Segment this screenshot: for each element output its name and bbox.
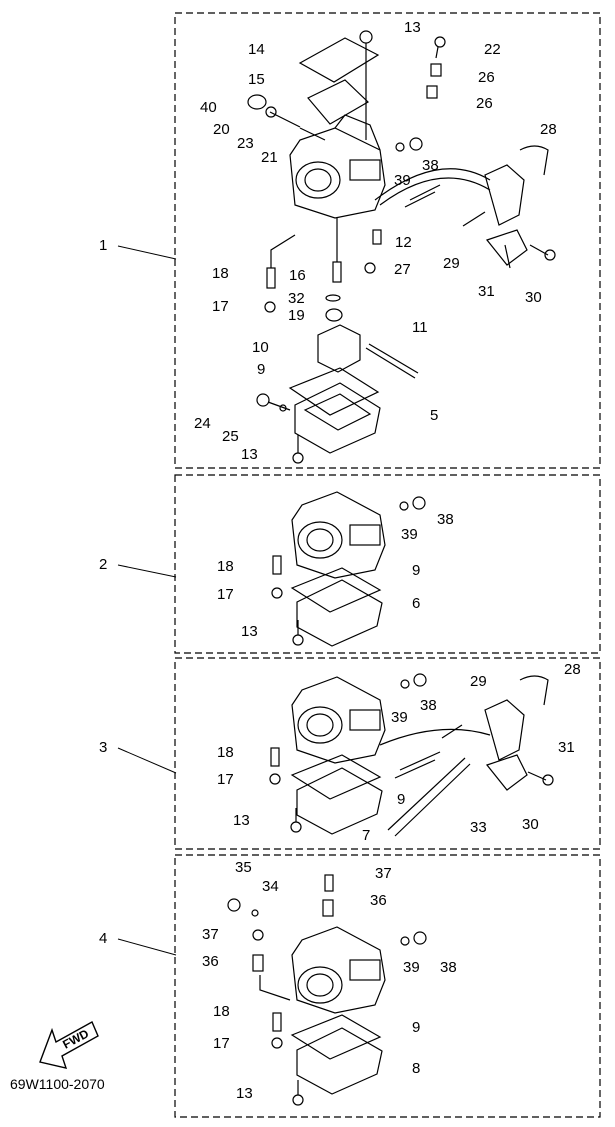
group-1-parts bbox=[247, 30, 556, 464]
callout-label: 13 bbox=[241, 623, 258, 640]
callout-label: 13 bbox=[404, 19, 421, 36]
group-4-parts bbox=[227, 874, 427, 1106]
callout-label: 39 bbox=[394, 172, 411, 189]
callout-label: 23 bbox=[237, 135, 254, 152]
group-label-1: 1 bbox=[99, 237, 108, 254]
callout-label: 31 bbox=[478, 283, 495, 300]
callout-label: 15 bbox=[248, 71, 265, 88]
group-label-2: 2 bbox=[99, 556, 108, 573]
group-3-parts bbox=[269, 673, 554, 837]
callout-label: 37 bbox=[202, 926, 219, 943]
callout-label: 26 bbox=[476, 95, 493, 112]
callout-label: 27 bbox=[394, 261, 411, 278]
callout-label: 9 bbox=[412, 562, 421, 579]
fwd-indicator: FWD bbox=[36, 1018, 106, 1066]
callout-label: 7 bbox=[362, 827, 371, 844]
diagram-code: 69W1100-2070 bbox=[10, 1076, 105, 1092]
callout-label: 38 bbox=[440, 959, 457, 976]
callout-label: 13 bbox=[241, 446, 258, 463]
callout-label: 18 bbox=[217, 558, 234, 575]
callout-label: 38 bbox=[422, 157, 439, 174]
callout-label: 8 bbox=[412, 1060, 421, 1077]
callout-label: 33 bbox=[470, 819, 487, 836]
callout-label: 6 bbox=[412, 595, 421, 612]
fwd-arrow-icon bbox=[39, 1021, 99, 1069]
callout-label: 36 bbox=[370, 892, 387, 909]
callout-label: 39 bbox=[391, 709, 408, 726]
callout-label: 31 bbox=[558, 739, 575, 756]
group-4-box bbox=[174, 854, 601, 1118]
group-2-parts bbox=[271, 491, 426, 647]
callout-label: 26 bbox=[478, 69, 495, 86]
callout-label: 21 bbox=[261, 149, 278, 166]
callout-label: 18 bbox=[217, 744, 234, 761]
callout-label: 18 bbox=[212, 265, 229, 282]
callout-label: 24 bbox=[194, 415, 211, 432]
callout-label: 11 bbox=[412, 319, 428, 336]
callout-label: 32 bbox=[288, 290, 305, 307]
callout-label: 9 bbox=[412, 1019, 421, 1036]
callout-label: 35 bbox=[235, 859, 252, 876]
callout-label: 25 bbox=[222, 428, 239, 445]
callout-label: 29 bbox=[470, 673, 487, 690]
callout-label: 14 bbox=[248, 41, 265, 58]
callout-label: 18 bbox=[213, 1003, 230, 1020]
callout-label: 30 bbox=[525, 289, 542, 306]
callout-label: 12 bbox=[395, 234, 412, 251]
callout-label: 38 bbox=[437, 511, 454, 528]
callout-label: 13 bbox=[233, 812, 250, 829]
callout-label: 17 bbox=[217, 771, 234, 788]
callout-label: 5 bbox=[430, 407, 439, 424]
callout-label: 17 bbox=[212, 298, 229, 315]
callout-label: 39 bbox=[403, 959, 420, 976]
fwd-label: FWD bbox=[60, 1026, 92, 1052]
callout-label: 16 bbox=[289, 267, 306, 284]
callout-label: 34 bbox=[262, 878, 279, 895]
callout-label: 10 bbox=[252, 339, 269, 356]
callout-label: 19 bbox=[288, 307, 305, 324]
callout-label: 28 bbox=[564, 661, 581, 678]
callout-label: 37 bbox=[375, 865, 392, 882]
callout-label: 39 bbox=[401, 526, 418, 543]
group-3-box bbox=[174, 657, 601, 850]
callout-label: 22 bbox=[484, 41, 501, 58]
callout-label: 29 bbox=[443, 255, 460, 272]
callout-label: 30 bbox=[522, 816, 539, 833]
group-label-4: 4 bbox=[99, 930, 108, 947]
group-2-box bbox=[174, 474, 601, 654]
group-label-3: 3 bbox=[99, 739, 108, 756]
callout-label: 38 bbox=[420, 697, 437, 714]
callout-label: 40 bbox=[200, 99, 217, 116]
callout-label: 28 bbox=[540, 121, 557, 138]
callout-label: 36 bbox=[202, 953, 219, 970]
callout-label: 9 bbox=[397, 791, 406, 808]
callout-label: 17 bbox=[213, 1035, 230, 1052]
callout-label: 17 bbox=[217, 586, 234, 603]
callout-label: 13 bbox=[236, 1085, 253, 1102]
callout-label: 9 bbox=[257, 361, 266, 378]
group-1-box bbox=[174, 12, 601, 469]
callout-label: 20 bbox=[213, 121, 230, 138]
